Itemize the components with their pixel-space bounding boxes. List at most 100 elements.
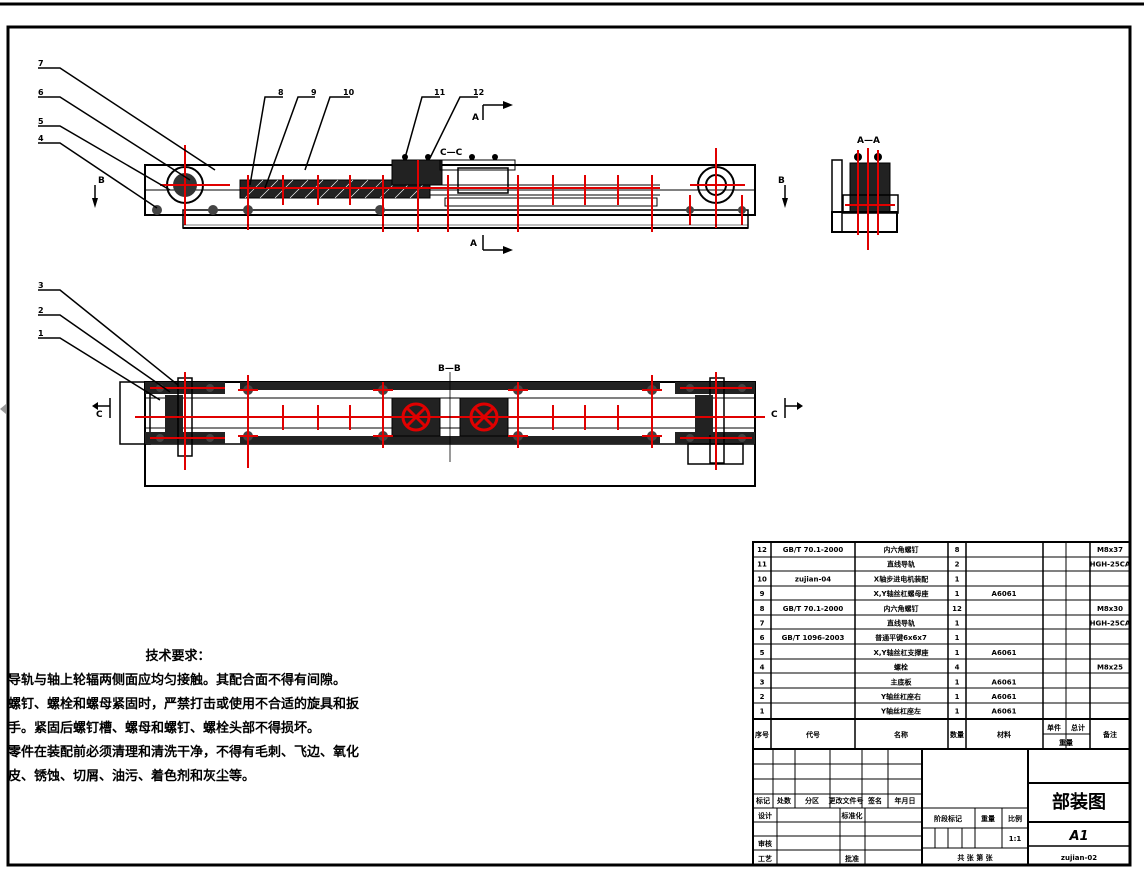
bom-cell-name: Y轴丝杠座左 — [880, 707, 921, 716]
bom-cell-note: HGH-25CA — [1090, 620, 1131, 628]
bom-cell-name: 内六角螺钉 — [884, 545, 919, 554]
role-standard: 标准化 — [841, 811, 863, 820]
section-label-bb: B—B — [438, 364, 461, 374]
bom-cell-material: A6061 — [992, 708, 1017, 716]
bom-header-qty: 数量 — [950, 730, 964, 739]
bom-cell-note: M8x37 — [1097, 546, 1123, 554]
drawing-title: 部装图 — [1052, 791, 1106, 813]
balloon-labels-bottom: 3 2 1 — [38, 281, 44, 338]
bom-cell-qty: 1 — [955, 693, 960, 701]
bom-cell-name: 直线导轨 — [887, 619, 915, 628]
drawing-code: zujian-02 — [1061, 854, 1097, 862]
role-approve: 批准 — [845, 854, 859, 863]
bom-header-material: 材料 — [996, 730, 1011, 739]
bom-cell-no: 9 — [760, 590, 765, 598]
rev-label-zone: 分区 — [805, 796, 819, 805]
note-line-4: 零件在装配前必须清理和清洗干净，不得有毛刺、飞边、氧化 — [8, 745, 360, 760]
bom-cell-name: X,Y轴丝杠螺母座 — [873, 589, 928, 598]
sheet-count-label: 共 张 第 张 — [957, 853, 993, 862]
weight-label: 重量 — [981, 814, 995, 823]
bom-cell-note: M8x30 — [1097, 605, 1123, 613]
bom-cell-note: M8x25 — [1097, 664, 1123, 672]
bom-cell-material: A6061 — [992, 590, 1017, 598]
bom-cell-no: 12 — [757, 546, 767, 554]
bom-cell-no: 7 — [760, 620, 765, 628]
balloon-6: 6 — [38, 88, 44, 97]
bom-cell-name: 内六角螺钉 — [884, 604, 919, 613]
section-marker-c-right: C — [771, 410, 778, 420]
rev-label-date: 年月日 — [895, 796, 916, 805]
balloon-5: 5 — [38, 117, 44, 126]
scale-label: 比例 — [1008, 814, 1022, 823]
bom-cell-qty: 1 — [955, 708, 960, 716]
balloon-12: 12 — [473, 88, 484, 97]
role-review: 审核 — [758, 839, 772, 848]
side-view-aa: A—A — [831, 136, 899, 250]
bom-cell-no: 5 — [760, 649, 765, 657]
bom-cell-qty: 1 — [955, 575, 960, 583]
bom-cell-code: GB/T 1096-2003 — [782, 634, 845, 642]
bom-cell-material: A6061 — [992, 649, 1017, 657]
technical-requirements: 技术要求： 导轨与轴上轮辐两侧面应均匀接触。其配合面不得有间隙。 螺钉、螺栓和螺… — [8, 645, 360, 789]
balloon-11: 11 — [434, 88, 446, 97]
section-marker-a-bottom: A — [470, 239, 477, 249]
bom-header-total: 总计 — [1071, 723, 1085, 732]
bom-cell-no: 1 — [760, 708, 765, 716]
bom-header-note: 备注 — [1102, 730, 1117, 739]
bom-cell-qty: 12 — [952, 605, 962, 613]
balloon-9: 9 — [311, 88, 317, 97]
bom-header-weight: 重量 — [1059, 738, 1073, 747]
note-line-5: 皮、锈蚀、切屑、油污、着色剂和灰尘等。 — [8, 769, 256, 784]
note-line-2: 螺钉、螺栓和螺母紧固时，严禁打击或使用不合适的旋具和扳 — [8, 697, 360, 712]
rev-label-count: 处数 — [776, 796, 792, 805]
bom-cell-code: zujian-04 — [795, 575, 831, 583]
balloon-7: 7 — [38, 59, 44, 68]
plan-view: B—B C C — [92, 364, 803, 487]
section-marker-b-right: B — [778, 176, 785, 186]
bom-cell-code: GB/T 70.1-2000 — [783, 546, 844, 554]
section-marker-c-left: C — [96, 410, 103, 420]
front-view: A A B B C—C — [92, 101, 788, 254]
bom-cell-no: 3 — [760, 678, 765, 686]
bom-cell-no: 2 — [760, 693, 765, 701]
bom-cell-no: 8 — [760, 605, 765, 613]
bom-cell-name: Y轴丝杠座右 — [880, 692, 921, 701]
bom-cell-no: 11 — [757, 561, 767, 569]
balloon-labels-top: 7 6 5 4 8 9 10 11 12 — [38, 59, 484, 143]
bom-cell-name: 主底板 — [891, 677, 913, 686]
bom-cell-no: 4 — [760, 664, 765, 672]
bom-cell-name: 直线导轨 — [887, 560, 915, 569]
rev-label-sign: 签名 — [867, 796, 882, 805]
notes-title: 技术要求： — [145, 649, 211, 664]
bom-cell-name: X,Y轴丝杠支撑座 — [873, 648, 928, 657]
title-block — [752, 748, 1131, 866]
bom-cell-qty: 4 — [955, 664, 960, 672]
balloons-bottom — [38, 289, 179, 401]
bom-cell-qty: 8 — [955, 546, 960, 554]
bom-cell-name: 普通平键6x6x7 — [875, 633, 927, 642]
rev-label-doc: 更改文件号 — [829, 796, 864, 805]
section-label-aa: A—A — [857, 136, 880, 146]
balloon-1: 1 — [38, 329, 44, 338]
title-block-text: 部装图 A1 zujian-02 共 张 第 张 阶段标记 重量 比例 1:1 … — [755, 791, 1106, 863]
bom-cell-code: GB/T 70.1-2000 — [783, 605, 844, 613]
bom-cell-qty: 2 — [955, 561, 960, 569]
bom-cell-qty: 1 — [955, 649, 960, 657]
bom-cell-name: X轴步进电机装配 — [874, 574, 928, 583]
balloon-8: 8 — [278, 88, 284, 97]
bom-header-no: 序号 — [754, 730, 769, 739]
bom-header-name: 名称 — [894, 730, 908, 739]
bom-cell-no: 6 — [760, 634, 765, 642]
balloon-3: 3 — [38, 281, 44, 290]
bom-cell-qty: 1 — [955, 590, 960, 598]
rev-label-mark: 标记 — [755, 796, 770, 805]
sheet-size: A1 — [1068, 829, 1088, 844]
stage-label: 阶段标记 — [934, 814, 962, 823]
note-line-3: 手。紧固后螺钉槽、螺母和螺钉、螺栓头部不得损坏。 — [8, 721, 321, 736]
scroll-left-handle[interactable] — [0, 404, 6, 414]
bom-cell-name: 螺栓 — [894, 663, 908, 672]
balloon-4: 4 — [38, 134, 44, 143]
bom-cell-qty: 1 — [955, 620, 960, 628]
